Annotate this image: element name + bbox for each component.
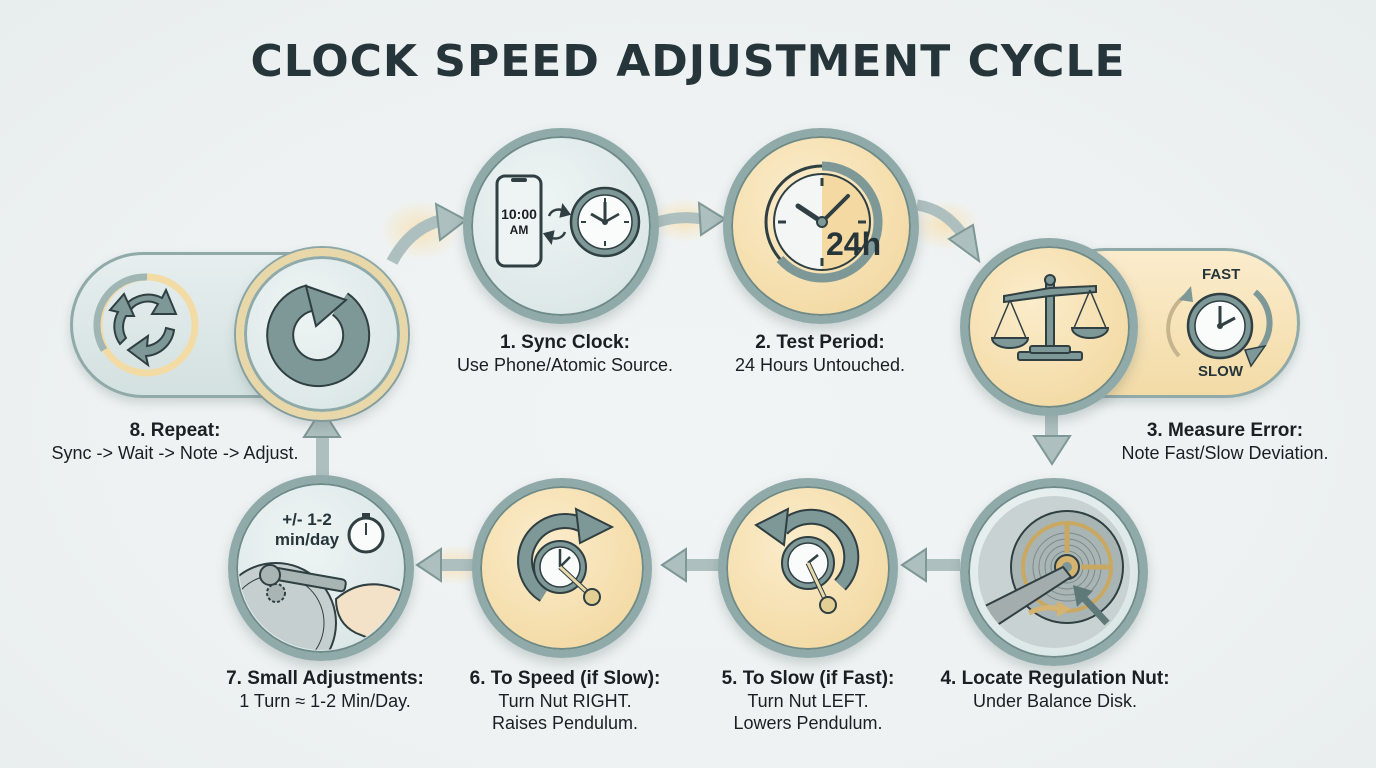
balance-wheel-mechanism-icon (978, 496, 1130, 648)
step-8-circle (236, 248, 408, 420)
arrow-1-to-2 (650, 198, 727, 242)
phone-time: 10:00 (501, 206, 537, 222)
step-4-description: Under Balance Disk. (972, 691, 1138, 711)
step-6-heading: 6. To Speed (if Slow): (469, 668, 661, 689)
step-4-heading: 4. Locate Regulation Nut: (940, 668, 1170, 689)
arrow-8-to-1 (380, 200, 468, 265)
fast-label: FAST (1202, 266, 1241, 283)
balance-scale-icon (990, 274, 1110, 361)
clock-24h-icon (764, 161, 883, 283)
step-1-description: Use Phone/Atomic Source. (456, 355, 674, 375)
step-3-heading: 3. Measure Error: (1146, 420, 1304, 441)
step-5-label: 5. To Slow (if Fast): Turn Nut LEFT. Low… (690, 668, 926, 734)
step-6-description-1: Turn Nut RIGHT. (498, 691, 632, 711)
step-1-heading: 1. Sync Clock: (500, 332, 630, 353)
clockwise-pendulum-clock-icon (517, 507, 615, 606)
step-6-label: 6. To Speed (if Slow): Turn Nut RIGHT. R… (440, 668, 690, 734)
step-2-label: 2. Test Period: 24 Hours Untouched. (680, 332, 960, 376)
arrow-5-to-6 (660, 547, 725, 583)
step-8-label: 8. Repeat: Sync -> Wait -> Note -> Adjus… (20, 420, 330, 464)
arrow-6-to-7 (415, 545, 490, 585)
step-5-description-2: Lowers Pendulum. (733, 713, 883, 733)
tolerance-text: +/- 1-2 min/day (262, 510, 352, 550)
tolerance-line-2: min/day (274, 530, 340, 549)
24h-badge: 24h (826, 226, 882, 262)
arrow-2-to-3 (910, 199, 981, 264)
step-7-description: 1 Turn ≈ 1-2 Min/Day. (239, 691, 411, 711)
step-3-label: 3. Measure Error: Note Fast/Slow Deviati… (1090, 420, 1360, 464)
step-8-description: Sync -> Wait -> Note -> Adjust. (51, 443, 299, 463)
repeat-arrow-icon (266, 284, 371, 388)
page-title: CLOCK SPEED ADJUSTMENT CYCLE (250, 36, 1126, 87)
cycle-arrows-icon (93, 273, 199, 377)
slow-label: SLOW (1198, 363, 1243, 380)
step-2-description: 24 Hours Untouched. (734, 355, 906, 375)
step-8-heading: 8. Repeat: (129, 420, 221, 441)
step-7-heading: 7. Small Adjustments: (226, 668, 424, 689)
step-1-label: 1. Sync Clock: Use Phone/Atomic Source. (420, 332, 710, 376)
wrench-stopwatch-icon (239, 513, 403, 650)
arrow-7-to-8 (302, 407, 342, 480)
phone-ampm: AM (509, 223, 529, 237)
step-2-heading: 2. Test Period: (755, 332, 885, 353)
arrow-4-to-5 (900, 547, 960, 583)
step-3-description: Note Fast/Slow Deviation. (1121, 443, 1329, 463)
step-6-description-2: Raises Pendulum. (491, 713, 639, 733)
phone-sync-clock-icon (495, 174, 641, 268)
fast-slow-clock-icon (1166, 286, 1273, 368)
step-5-description-1: Turn Nut LEFT. (747, 691, 869, 711)
step-5-heading: 5. To Slow (if Fast): (721, 668, 895, 689)
step-7-label: 7. Small Adjustments: 1 Turn ≈ 1-2 Min/D… (200, 668, 450, 712)
tolerance-line-1: +/- 1-2 (282, 510, 332, 529)
counterclockwise-pendulum-clock-icon (754, 507, 860, 614)
phone-time-display: 10:00 AM (497, 206, 541, 238)
step-4-label: 4. Locate Regulation Nut: Under Balance … (905, 668, 1205, 712)
